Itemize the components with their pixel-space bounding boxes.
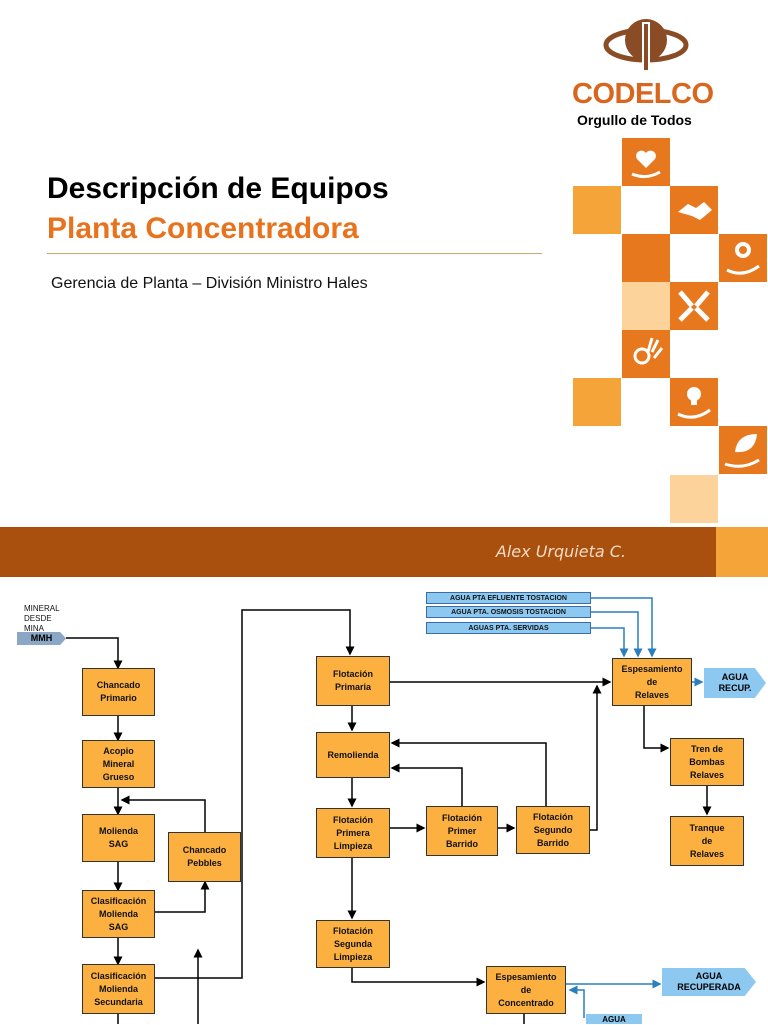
ok-hand-icon	[622, 330, 670, 378]
source-tag: MMH	[17, 632, 66, 645]
joined-hands-icon	[670, 282, 718, 330]
leaf-hand-icon	[719, 426, 767, 474]
output-agua-recup: AGUA RECUP.	[704, 668, 766, 698]
logo-tagline: Orgullo de Todos	[577, 112, 692, 128]
lightbulb-hand-icon	[670, 378, 718, 426]
water-input-osmosis: AGUA PTA. OSMOSIS TOSTACION	[426, 606, 591, 618]
heart-hand-icon	[622, 138, 670, 186]
output-agua-bottom: AGUA	[586, 1014, 642, 1024]
award-hand-icon	[719, 234, 767, 282]
box-espesamiento-concentrado: Espesamiento de Concentrado	[486, 966, 566, 1014]
box-flotacion-segunda-limpieza: Flotación Segunda Limpieza	[316, 920, 390, 968]
box-chancado-pebbles: Chancado Pebbles	[168, 832, 241, 882]
banner-accent	[716, 527, 768, 577]
box-tranque: Tranque de Relaves	[670, 816, 744, 866]
logo-name: CODELCO	[572, 78, 714, 110]
box-tren-bombas: Tren de Bombas Relaves	[670, 738, 744, 786]
codelco-emblem-icon	[603, 19, 689, 72]
box-flotacion-segundo-barrido: Flotación Segundo Barrido	[516, 806, 590, 854]
author-name: Alex Urquieta C.	[495, 542, 626, 561]
author-banner: Alex Urquieta C.	[0, 527, 716, 577]
box-acopio: Acopio Mineral Grueso	[82, 740, 155, 788]
box-espesamiento-relaves: Espesamiento de Relaves	[612, 658, 692, 706]
output-agua-recuperada: AGUA RECUPERADA	[662, 968, 756, 996]
box-flotacion-primaria: Flotación Primaria	[316, 656, 390, 706]
box-flotacion-primera-limpieza: Flotación Primera Limpieza	[316, 808, 390, 858]
handshake-icon	[670, 186, 718, 234]
title-divider	[47, 253, 542, 254]
division-subtitle: Gerencia de Planta – División Ministro H…	[51, 275, 368, 292]
codelco-logo: CODELCO Orgullo de Todos	[560, 10, 740, 130]
box-chancado-primario: Chancado Primario	[82, 668, 155, 716]
page-subtitle-orange: Planta Concentradora	[47, 212, 359, 245]
box-molienda-sag: Molienda SAG	[82, 814, 155, 862]
box-remolienda: Remolienda	[316, 732, 390, 778]
source-label: MINERAL DESDE MINA	[24, 604, 60, 633]
water-input-efluente: AGUA PTA EFLUENTE TOSTACION	[426, 592, 591, 604]
page-title: Descripción de Equipos	[47, 172, 389, 205]
box-clasif-sag: Clasificación Molienda SAG	[82, 890, 155, 938]
water-input-servidas: AGUAS PTA. SERVIDAS	[426, 622, 591, 634]
box-flotacion-primer-barrido: Flotación Primer Barrido	[426, 806, 498, 856]
box-clasif-secundaria: Clasificación Molienda Secundaria	[82, 964, 155, 1014]
